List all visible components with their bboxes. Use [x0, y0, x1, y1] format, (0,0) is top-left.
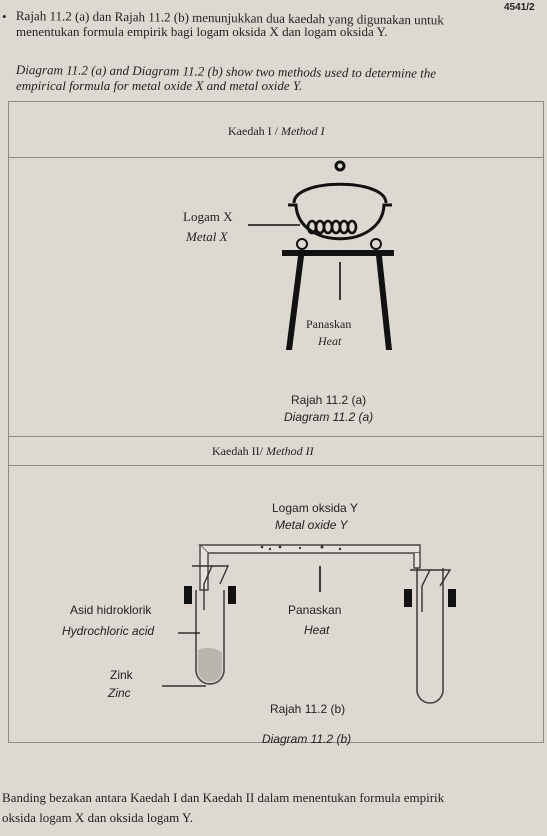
intro-ms-line2: menentukan formula empirik bagi logam ok…	[16, 24, 388, 39]
method1-heat-label-en: Heat	[318, 334, 342, 348]
method1-title-divider	[8, 157, 544, 158]
method2-caption-en: Diagram 11.2 (b)	[262, 732, 352, 746]
left-funnel	[192, 565, 230, 610]
zinc-label-en: Zinc	[108, 686, 131, 700]
metal-oxide-label-en: Metal oxide Y	[275, 518, 348, 532]
method2-title-ms: Kaedah II/	[212, 444, 266, 458]
intro-en-line2: empirical formula for metal oxide X and …	[16, 78, 303, 93]
metal-coil	[306, 219, 358, 235]
method1-title-en: Method I	[280, 124, 325, 138]
gas-generator-tube	[195, 590, 225, 685]
combustion-tube	[198, 544, 421, 591]
question-line1: Banding bezakan antara Kaedah I dan Kaed…	[2, 790, 445, 805]
metal-x-label-en: Metal X	[186, 229, 228, 244]
acid-label-ms: Asid hidroklorik	[70, 603, 152, 617]
pipeclay-triangle	[296, 238, 382, 250]
method1-heat-label-ms: Panaskan	[306, 317, 352, 331]
method1-caption-ms: Rajah 11.2 (a)	[291, 393, 367, 407]
method2-caption-ms: Rajah 11.2 (b)	[270, 702, 346, 716]
right-funnel	[410, 569, 452, 612]
method2-heat-label-ms: Panaskan	[288, 603, 342, 617]
metal-x-label-ms: Logam X	[183, 209, 233, 224]
method2-divider-top	[8, 436, 544, 437]
method1-caption-en: Diagram 11.2 (a)	[284, 410, 374, 424]
paper-code: 4541/2	[504, 2, 535, 13]
method2-title: Kaedah II/ Method II	[212, 444, 314, 458]
intro-bullet: •	[2, 9, 7, 24]
method2-title-en: Method II	[265, 444, 314, 458]
method1-title: Kaedah I / Method I	[228, 124, 325, 138]
method1-title-ms: Kaedah I /	[228, 124, 281, 138]
left-stopper	[184, 586, 236, 604]
question-line2: oksida logam X dan oksida logam Y.	[2, 810, 194, 825]
crucible-lid	[292, 160, 388, 204]
tripod	[282, 250, 394, 350]
metal-oxide-label-ms: Logam oksida Y	[272, 501, 358, 515]
method2-heat-label-en: Heat	[304, 623, 330, 637]
oxide-powder	[260, 545, 342, 551]
right-stopper	[404, 589, 456, 607]
zinc-granules	[198, 647, 222, 682]
crucible	[288, 203, 392, 241]
zinc-label-ms: Zink	[110, 668, 133, 682]
exhaust-tube	[416, 568, 444, 704]
diagram-frame	[8, 101, 544, 743]
method2-divider-bottom	[8, 465, 544, 466]
acid-label-en: Hydrochloric acid	[62, 624, 155, 638]
